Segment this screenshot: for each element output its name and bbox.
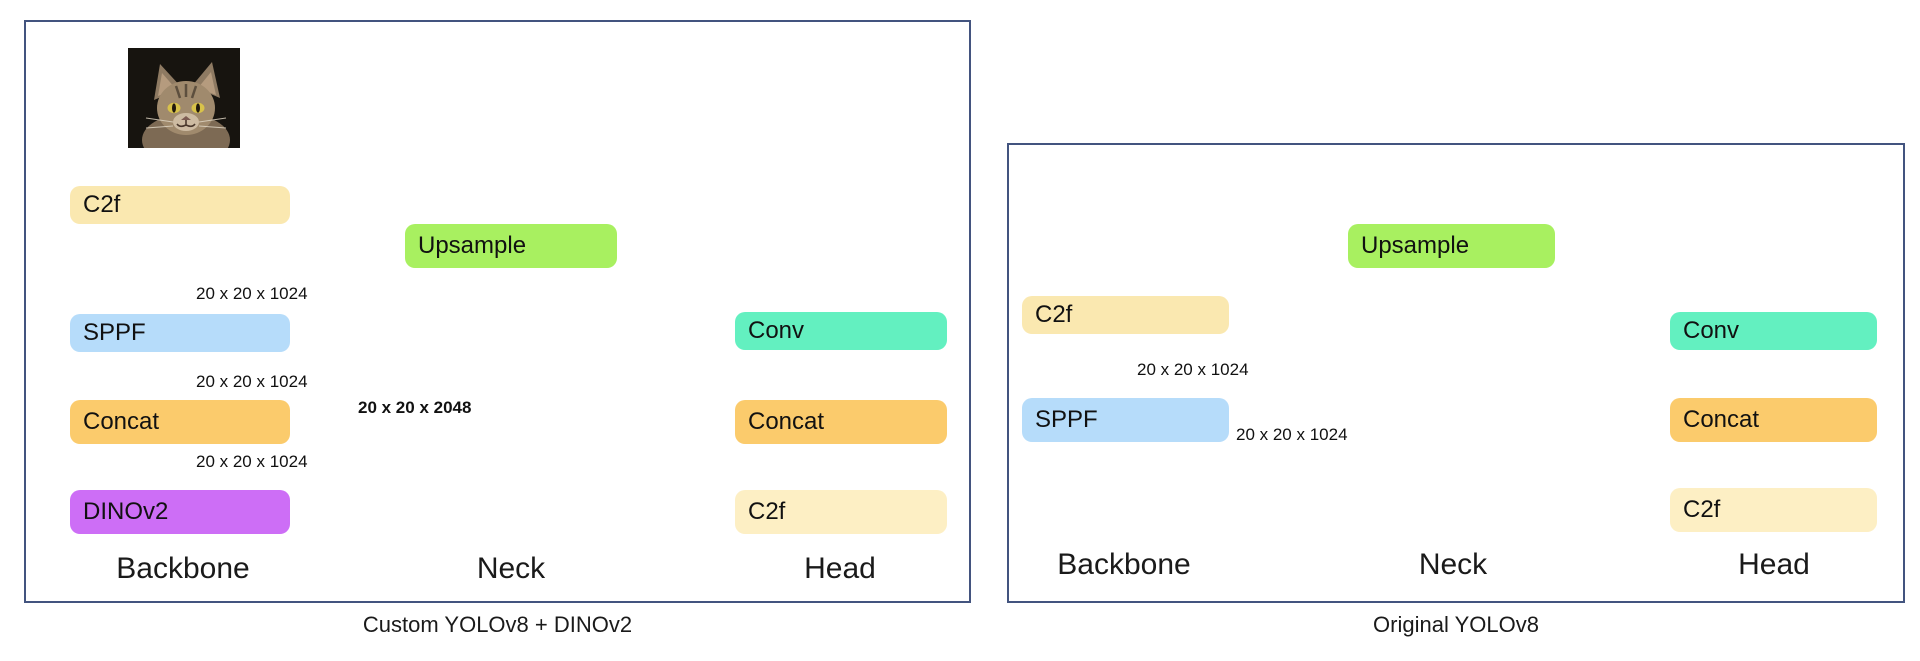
block-head-conv[interactable]: Conv — [735, 312, 947, 350]
block-neck-upsample-right[interactable]: Upsample — [1348, 224, 1555, 268]
block-head-concat-right[interactable]: Concat — [1670, 398, 1877, 442]
block-label: Conv — [748, 317, 805, 344]
block-label: Concat — [1683, 406, 1760, 433]
section-label-neck-left: Neck — [476, 552, 546, 585]
block-backbone-concat[interactable]: Concat — [70, 400, 290, 444]
block-head-c2f-right[interactable]: C2f — [1670, 488, 1877, 532]
block-label: Concat — [83, 408, 160, 435]
edge-label-c2f-to-sppf-right: 20 x 20 x 1024 — [1137, 360, 1249, 379]
section-label-backbone-left: Backbone — [116, 552, 250, 585]
block-label: Upsample — [1361, 232, 1470, 259]
section-label-backbone-right: Backbone — [1057, 548, 1191, 581]
block-label: C2f — [1035, 301, 1073, 328]
edge-label-dinov2-to-concat: 20 x 20 x 1024 — [196, 452, 308, 471]
block-head-concat[interactable]: Concat — [735, 400, 947, 444]
section-label-head-left: Head — [804, 552, 876, 585]
block-head-conv-right[interactable]: Conv — [1670, 312, 1877, 350]
input-image-thumbnail — [128, 48, 240, 148]
block-backbone-c2f[interactable]: C2f — [70, 186, 290, 224]
section-label-head-right: Head — [1738, 548, 1810, 581]
block-label: C2f — [1683, 496, 1721, 523]
cat-photo-icon — [128, 48, 240, 148]
block-label: C2f — [748, 498, 786, 525]
section-label-neck-right: Neck — [1418, 548, 1488, 581]
edge-label-sppf-to-head-right: 20 x 20 x 1024 — [1236, 425, 1348, 444]
block-backbone-c2f-right[interactable]: C2f — [1022, 296, 1229, 334]
edge-label-concat-to-head: 20 x 20 x 2048 — [358, 398, 472, 417]
block-label: Concat — [748, 408, 825, 435]
caption-custom-yolov8: Custom YOLOv8 + DINOv2 — [362, 612, 633, 637]
block-label: C2f — [83, 191, 121, 218]
caption-original-yolov8: Original YOLOv8 — [1373, 612, 1539, 637]
block-backbone-sppf-right[interactable]: SPPF — [1022, 398, 1229, 442]
block-label: Conv — [1683, 317, 1740, 344]
edge-label-sppf-to-concat: 20 x 20 x 1024 — [196, 372, 308, 391]
block-backbone-dinov2[interactable]: DINOv2 — [70, 490, 290, 534]
block-backbone-sppf[interactable]: SPPF — [70, 314, 290, 352]
edge-label-c2f-to-sppf: 20 x 20 x 1024 — [196, 284, 308, 303]
block-label: Upsample — [418, 232, 527, 259]
block-label: SPPF — [83, 319, 146, 346]
block-label: DINOv2 — [83, 498, 169, 525]
block-neck-upsample[interactable]: Upsample — [405, 224, 617, 268]
block-label: SPPF — [1035, 406, 1098, 433]
block-head-c2f[interactable]: C2f — [735, 490, 947, 534]
